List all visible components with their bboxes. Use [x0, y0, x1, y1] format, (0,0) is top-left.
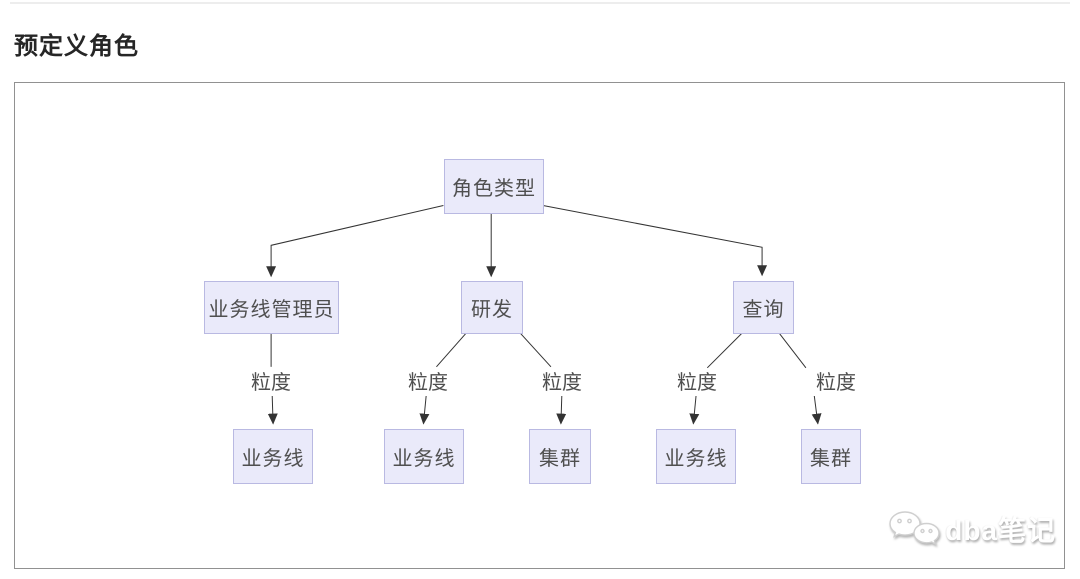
- edge-root-to-admin: [266, 205, 444, 278]
- edge-dev-right-line: [519, 332, 552, 368]
- flowchart-edges: [266, 205, 822, 425]
- edge-label-granularity-3: 粒度: [539, 370, 585, 396]
- edge-dev-right-arrow: [556, 392, 567, 425]
- edge-dev-left-line: [436, 332, 467, 368]
- edge-query-right-arrow: [811, 392, 822, 425]
- node-scope-business-line-1: 业务线: [233, 429, 313, 484]
- node-scope-business-line-3: 业务线: [656, 429, 736, 484]
- edge-dev-left-arrow: [419, 392, 430, 425]
- diagram-panel: 角色类型 业务线管理员 研发 查询 业务线 业务线 集群 业务线 集群 粒度 粒…: [14, 82, 1065, 569]
- node-dev: 研发: [461, 281, 523, 334]
- edge-label-granularity-2: 粒度: [405, 370, 451, 396]
- edge-query-right-line: [778, 332, 807, 369]
- edge-label-granularity-4: 粒度: [674, 370, 720, 396]
- node-query: 查询: [733, 281, 794, 334]
- edge-admin-arrow: [267, 392, 278, 425]
- node-scope-cluster-2: 集群: [801, 429, 861, 484]
- top-divider: [10, 2, 1070, 4]
- node-business-line-admin: 业务线管理员: [204, 281, 339, 334]
- node-scope-business-line-2: 业务线: [384, 429, 464, 484]
- page-title: 预定义角色: [14, 33, 139, 60]
- edge-query-left-arrow: [689, 392, 700, 425]
- node-role-type: 角色类型: [444, 159, 544, 214]
- edge-label-granularity-5: 粒度: [813, 370, 859, 396]
- edge-label-granularity-1: 粒度: [248, 370, 294, 396]
- edge-query-left-line: [706, 332, 743, 369]
- node-scope-cluster-1: 集群: [529, 429, 591, 484]
- edge-root-to-query: [542, 205, 768, 277]
